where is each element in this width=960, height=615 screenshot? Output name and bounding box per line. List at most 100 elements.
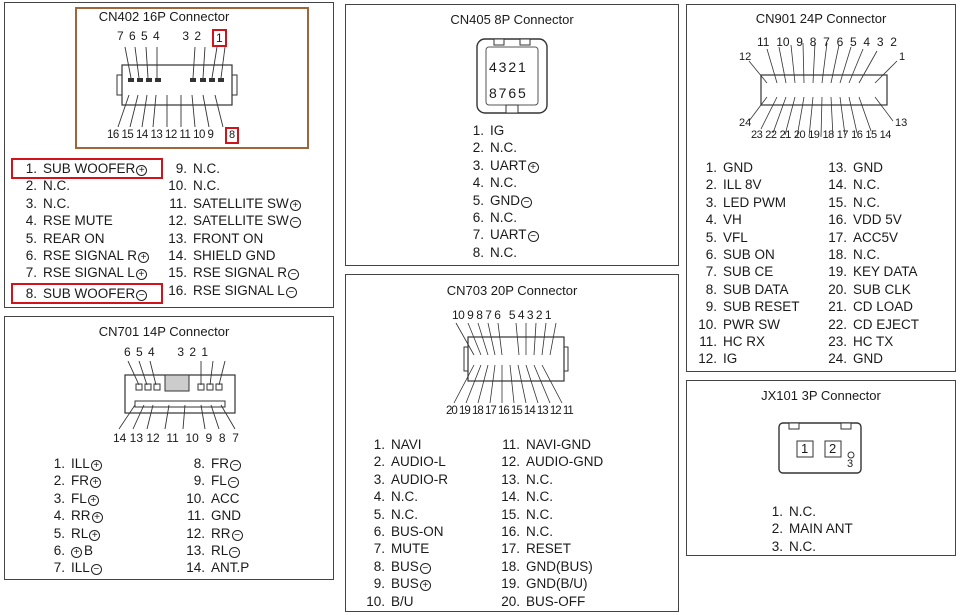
cn701-pin-11: 11.GND — [187, 508, 241, 524]
cn402-pin-5: 5.REAR ON — [25, 230, 105, 246]
cn402-pin-15: 15.RSE SIGNAL R− — [163, 264, 301, 281]
cn703-pin-16: 16.N.C. — [501, 523, 553, 539]
cn901-right-pins: 13.GND 14.N.C. 15.N.C. 16.VDD 5V 17.ACC5… — [823, 159, 919, 368]
minus-icon: − — [90, 564, 102, 576]
cn402-pin-14: 14.SHIELD GND — [168, 247, 276, 263]
cn901-pin-17: 17.ACC5V — [828, 229, 899, 245]
cn701-left-pins: 1.ILL+ 2.FR+ 3.FL+ 4.RR+ 5.RL+ 6.+B 7.IL… — [41, 455, 103, 577]
cn901-pin-7: 7.SUB CE — [705, 264, 774, 280]
minus-icon: − — [288, 269, 300, 281]
cn901-pin-23: 23.HC TX — [828, 333, 894, 349]
cn405-pin-4: 4.N.C. — [472, 175, 517, 191]
cn703-pin-19: 19.GND(B/U) — [501, 576, 588, 592]
cn901-pin-9: 9.SUB RESET — [705, 299, 800, 315]
cn701-pin-14: 14.ANT.P — [186, 560, 250, 576]
cn701-pin-8: 8.FR− — [181, 455, 249, 472]
plus-icon: + — [91, 512, 103, 524]
plus-icon: + — [138, 251, 150, 263]
cn703-pin-7: 7.MUTE — [373, 541, 430, 557]
cn901-bottom-right: 13 — [895, 117, 908, 129]
cn402-bottom-numbers: 16 15 14 13 12 11 10 9 — [107, 129, 214, 141]
cn402-pin1-highlight: 1 — [212, 29, 227, 47]
cn701-pin-3: 3.FL+ — [41, 490, 103, 507]
cn703-pin-4: 4.N.C. — [373, 489, 418, 505]
cn901-pin-5: 5.VFL — [705, 229, 748, 245]
jx101-panel: JX101 3P Connector 1 2 3 1.N.C. 2.MAIN A… — [686, 380, 956, 556]
cn703-pin-12: 12.AUDIO-GND — [501, 454, 604, 470]
cn405-pin-2: 2.N.C. — [472, 140, 517, 156]
cn901-top-left: 12 — [739, 51, 752, 63]
jx101-title: JX101 3P Connector — [761, 388, 881, 403]
cn405-pin-6: 6.N.C. — [472, 209, 517, 225]
cn405-pin-1: 1.IG — [472, 123, 505, 138]
cn402-pin-8: 8.SUB WOOFER− — [11, 282, 163, 305]
cn703-pin-1: 1.NAVI — [373, 437, 422, 452]
cn701-pin-12: 12.RR− — [181, 525, 249, 542]
cn703-pin-18: 18.GND(BUS) — [501, 558, 593, 574]
plus-icon: + — [87, 494, 99, 506]
cn701-pin-5: 5.RL+ — [41, 525, 103, 542]
cn703-pin-8: 8.BUS− — [361, 558, 448, 575]
cn701-pin-6: 6.+B — [53, 542, 94, 558]
cn703-pin-14: 14.N.C. — [501, 489, 553, 505]
cn901-pin-18: 18.N.C. — [828, 246, 880, 262]
cn703-top-numbers: 10 9 8 7 6 5 4 3 2 1 — [452, 308, 552, 322]
cn402-pin-9: 9.N.C. — [175, 161, 220, 176]
cn901-pin-15: 15.N.C. — [828, 194, 880, 210]
cn703-pin-2: 2.AUDIO-L — [373, 454, 446, 470]
cn703-title: CN703 20P Connector — [446, 283, 578, 298]
cn901-pin-14: 14.N.C. — [828, 177, 880, 193]
cn901-pin-6: 6.SUB ON — [705, 246, 775, 262]
cn703-pin-17: 17.RESET — [501, 541, 572, 557]
cn402-right-pins: 9.N.C. 10.N.C. 11.SATELLITE SW+ 12.SATEL… — [163, 160, 301, 299]
cn405-panel: CN405 8P Connector 4 3 2 1 8 7 6 5 1.IG … — [345, 4, 679, 266]
plus-icon: + — [89, 529, 101, 541]
cn703-pin-5: 5.N.C. — [373, 506, 418, 522]
cn703-connector-drawing — [453, 322, 569, 404]
jx101-connector-drawing — [778, 422, 862, 474]
cn402-top-numbers: 7 6 5 4 3 2 — [117, 29, 203, 43]
plus-icon: + — [135, 269, 147, 281]
cn901-pin-13: 13.GND — [828, 160, 883, 175]
cn402-left-pins: 1.SUB WOOFER+ 2.N.C. 3.N.C. 4.RSE MUTE 5… — [11, 157, 163, 305]
cn402-pin-7: 7.RSE SIGNAL L+ — [13, 264, 161, 281]
cn402-pin-3: 3.N.C. — [25, 195, 70, 211]
jx101-pin3-label: 3 — [847, 458, 854, 470]
jx101-box-1-label: 1 — [801, 441, 809, 456]
cn701-title: CN701 14P Connector — [98, 324, 230, 339]
cn402-panel: CN402 16P Connector 7 6 5 4 3 2 1 16 15 … — [4, 2, 334, 308]
minus-icon: − — [227, 477, 239, 489]
cn701-pin-2: 2.FR+ — [41, 472, 103, 489]
plus-icon: + — [90, 460, 102, 471]
cn703-pin-10: 10.B/U — [366, 593, 414, 609]
cn901-pin-12: 12.IG — [698, 351, 738, 367]
cn901-pin-22: 22.CD EJECT — [828, 316, 920, 332]
cn701-right-pins: 8.FR− 9.FL− 10.ACC 11.GND 12.RR− 13.RL− … — [181, 455, 249, 577]
cn402-pin-10: 10.N.C. — [168, 178, 220, 194]
cn701-pin-10: 10.ACC — [186, 490, 240, 506]
cn405-pins: 1.IG 2.N.C. 3.UART+ 4.N.C. 5.GND− 6.N.C.… — [460, 122, 539, 261]
plus-icon: + — [289, 199, 301, 211]
plus-icon: + — [527, 161, 539, 173]
cn703-pin-6: 6.BUS-ON — [373, 523, 444, 539]
cn703-pin-3: 3.AUDIO-R — [373, 471, 448, 487]
cn701-pin-4: 4.RR+ — [41, 507, 103, 524]
cn703-panel: CN703 20P Connector 10 9 8 7 6 5 4 3 2 1… — [345, 274, 679, 612]
cn901-bottom-left: 24 — [739, 117, 752, 129]
cn901-pin-21: 21.CD LOAD — [828, 299, 914, 315]
cn703-right-pins: 11.NAVI-GND 12.AUDIO-GND 13.N.C. 14.N.C.… — [496, 436, 603, 610]
cn901-pin-24: 24.GND — [828, 351, 883, 367]
cn901-pin-8: 8.SUB DATA — [705, 281, 789, 297]
cn701-panel: CN701 14P Connector 6 5 4 3 2 1 14 13 12… — [4, 316, 334, 580]
jx101-pin-1: 1.N.C. — [771, 504, 816, 519]
jx101-pin-3: 3.N.C. — [771, 538, 816, 554]
cn402-pin-6: 6.RSE SIGNAL R+ — [13, 247, 161, 264]
plus-icon: + — [90, 477, 101, 489]
cn701-connector-drawing — [118, 360, 236, 430]
plus-icon: + — [419, 580, 431, 592]
cn901-pin-3: 3.LED PWM — [705, 194, 787, 210]
jx101-box-2-label: 2 — [829, 441, 837, 456]
plus-icon: + — [71, 546, 82, 558]
